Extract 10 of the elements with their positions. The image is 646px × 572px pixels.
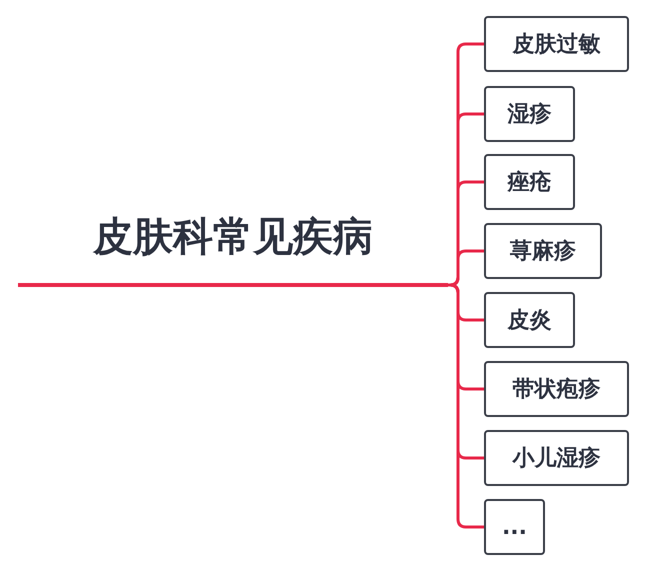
branch-line <box>448 284 484 528</box>
topic-box: 小儿湿疹 <box>484 430 629 486</box>
topic-box: 带状疱疹 <box>484 361 629 417</box>
topic-box: 皮肤过敏 <box>484 16 629 72</box>
topic-box: 痤疮 <box>484 154 575 210</box>
central-topic: 皮肤科常见疾病 <box>18 190 448 287</box>
topic-box: ... <box>484 499 545 555</box>
topic-box: 荨麻疹 <box>484 223 602 279</box>
topic-box: 湿疹 <box>484 86 575 142</box>
topic-box: 皮炎 <box>484 292 575 348</box>
